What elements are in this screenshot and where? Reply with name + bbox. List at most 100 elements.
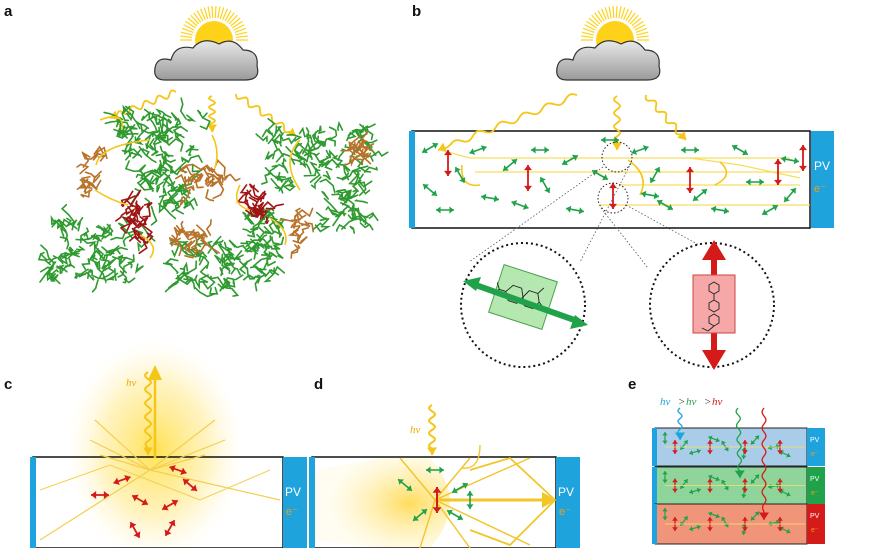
light-paths [399, 404, 557, 548]
green-dye-arrow [446, 509, 464, 521]
polymer-cluster [255, 117, 389, 197]
light-ray [437, 93, 578, 151]
electron-label: e⁻ [811, 490, 819, 497]
light-ray [613, 95, 621, 151]
mirror-edge [652, 428, 657, 466]
polymer-cluster [124, 154, 203, 226]
green-dye-arrow [466, 491, 474, 509]
emission-path [149, 454, 206, 471]
green-dye-arrow [710, 205, 730, 215]
red-dye-arrow [164, 519, 176, 537]
green-dye-arrow [631, 145, 649, 155]
green-dye-arrow [681, 146, 699, 154]
panel-label-a: a [4, 3, 13, 20]
green-dye-arrow [780, 155, 800, 165]
polymer-cluster [279, 207, 315, 259]
emission-path [149, 439, 226, 471]
emission-path [39, 469, 151, 541]
energy-transfer-arrow [289, 139, 301, 191]
panel-label-d: d [314, 376, 323, 393]
green-dye-arrow [689, 524, 701, 532]
pv-cell [283, 457, 307, 548]
panel-d: PV e⁻ hν [309, 404, 580, 548]
guided-light-path [689, 157, 801, 179]
photon-label-green: hν [686, 396, 697, 408]
green-dye-arrow [649, 166, 661, 184]
green-dye-arrow [502, 158, 518, 172]
green-dye-arrow [750, 435, 760, 445]
pv-cell [811, 131, 834, 228]
green-dye-arrow [731, 144, 749, 156]
emission-path [434, 457, 531, 501]
green-dye-arrow [662, 508, 668, 520]
polymer-network [37, 97, 389, 298]
mirror-edge [652, 504, 657, 544]
light-ray [144, 371, 152, 456]
green-dye-arrow [480, 193, 500, 203]
energy-transfer-arrow [714, 161, 728, 186]
red-dye-arrow [161, 499, 179, 511]
green-dye-arrow [511, 200, 529, 210]
energy-transfer-arrow [627, 159, 644, 196]
green-dye-arrow [721, 440, 729, 452]
green-dye-arrow [750, 511, 760, 521]
pv-label: PV [285, 485, 301, 499]
emission-path [399, 457, 436, 501]
green-dye-arrow [689, 448, 701, 456]
light-rays [109, 89, 297, 137]
pv-label: PV [810, 437, 820, 444]
polymer-cluster [76, 145, 108, 198]
energy-transfer-arrow [95, 139, 151, 166]
tandem-stack: PVe⁻PVe⁻PVe⁻ [652, 407, 825, 545]
photon-label: hν [410, 424, 421, 436]
green-dye-arrow [708, 474, 720, 482]
light-ray [735, 407, 743, 479]
pv-label: PV [814, 159, 830, 173]
photon-label: hν [126, 377, 137, 389]
green-dye-arrow [601, 136, 619, 144]
energy-transfer-arrow [235, 184, 251, 211]
polymer-cluster [168, 219, 221, 259]
green-dye-arrow [692, 188, 708, 202]
green-dye-arrow [708, 511, 720, 519]
panel-e: hν > hν > hν PVe⁻PVe⁻PVe⁻ [652, 396, 825, 545]
cloud-icon [556, 40, 661, 81]
electron-label: e⁻ [559, 506, 571, 518]
pv-label: PV [558, 485, 574, 499]
green-dye-arrow [662, 471, 668, 483]
red-dye-arrow [113, 474, 131, 486]
energy-transfer-arrows [94, 115, 301, 259]
green-dye-arrow [565, 205, 585, 215]
emission-path [99, 454, 151, 471]
green-dye-arrow [412, 508, 428, 522]
emission-path [94, 419, 151, 471]
green-dye-arrow [750, 474, 760, 484]
energy-transfer-arrow [139, 234, 155, 259]
red-dye-arrow [524, 165, 532, 191]
photon-label-blue: hν [660, 396, 671, 408]
escape-ray [461, 444, 481, 469]
energy-transfer-arrow [269, 217, 287, 246]
electron-label: e⁻ [811, 527, 819, 534]
electron-label: e⁻ [286, 506, 298, 518]
green-dye-arrow [679, 478, 689, 490]
guided-path [39, 464, 271, 501]
mirror-edge [409, 131, 415, 228]
red-dye-arrow [91, 491, 109, 499]
red-dye-arrow [799, 145, 807, 171]
pv-cell [807, 467, 825, 504]
panel-label-c: c [4, 376, 12, 393]
emission-path [89, 439, 151, 471]
green-dye-arrow [783, 187, 797, 203]
light-ray [427, 404, 437, 456]
green-dye-arrow [531, 146, 549, 154]
red-dye-arrow [182, 478, 198, 492]
red-dye-arrow [444, 150, 452, 176]
light-ray [644, 94, 687, 141]
green-dye-arrow [761, 204, 779, 216]
emission-path [419, 499, 436, 548]
emission-path [149, 469, 281, 501]
energy-transfer-arrow [94, 189, 129, 206]
energy-transfer-arrow [99, 115, 124, 131]
pv-cell [807, 504, 825, 544]
